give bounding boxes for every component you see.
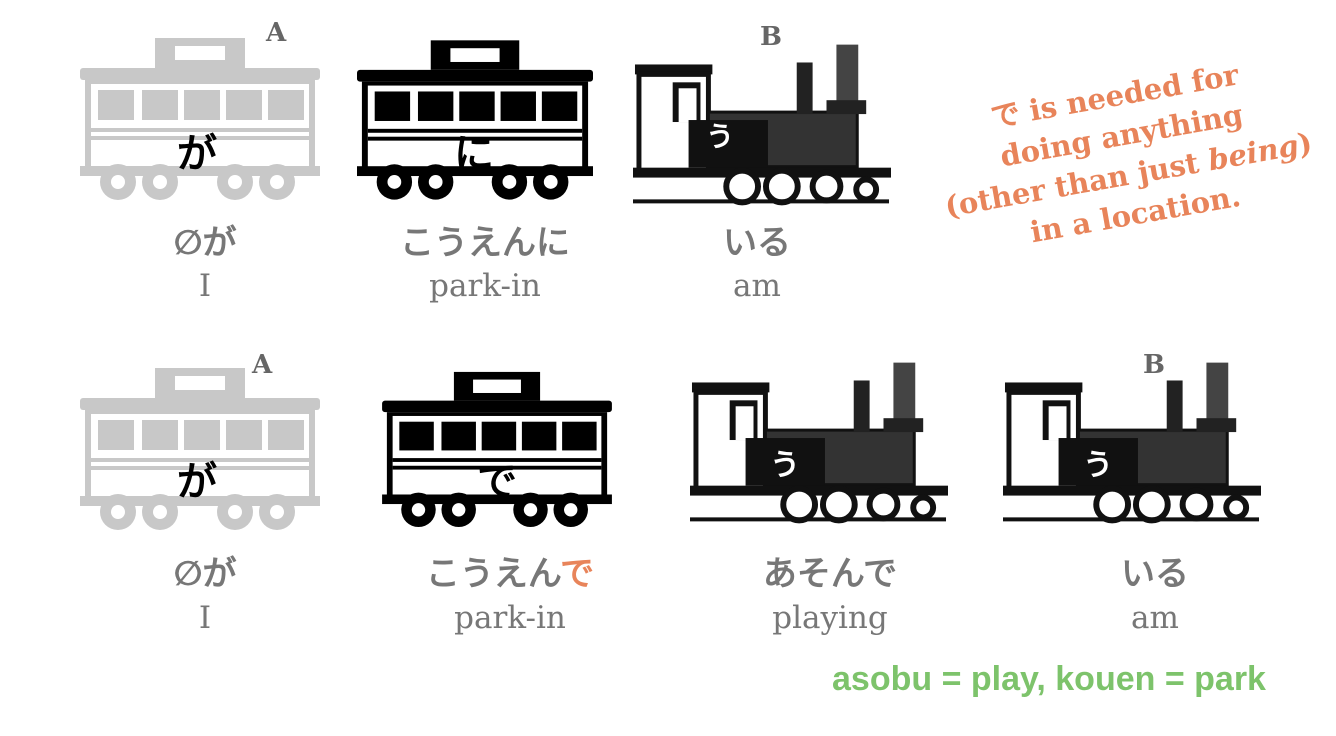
label-a: A [266,18,287,48]
locomotive-iru [1003,360,1261,525]
jp-watashi-ga: ∅が [173,223,237,263]
de-usage-note: で is needed for doing anything (other th… [942,57,1315,250]
jp-kouen-ni: こうえんに [400,223,570,263]
en-am: am [1131,600,1179,636]
locomotive-iru [633,42,891,207]
jp-iru: いる [1121,554,1189,594]
highlight-de: で [560,554,595,594]
en-am: am [733,268,781,304]
en-park-in: park-in [429,268,541,304]
locomotive-asonde [690,360,948,525]
particle-u: う [705,120,735,153]
en-i: I [198,268,212,304]
label-b: B [1143,350,1165,380]
particle-u: う [1083,448,1113,483]
label-b: B [760,22,782,52]
en-i: I [198,600,212,636]
jp-watashi-ga: ∅が [173,554,237,594]
particle-ni: に [454,131,494,177]
jp-iru: いる [723,223,791,263]
particle-u: う [770,448,800,483]
en-playing: playing [772,600,888,636]
label-a: A [252,350,273,380]
particle-ga: が [177,131,217,177]
en-park-in: park-in [454,600,566,636]
jp-kouen-de: こうえんで [425,554,595,594]
vocab-note: asobu = play, kouen = park [832,660,1266,698]
particle-ga: が [177,459,217,505]
jp-asonde: あそんで [762,554,898,594]
particle-de: で [477,459,517,505]
